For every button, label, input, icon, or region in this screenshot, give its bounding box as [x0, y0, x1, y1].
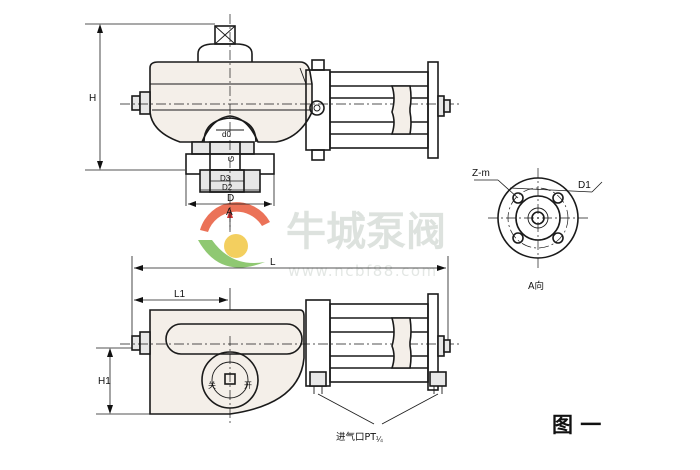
gearbox-housing-plan: 关 开: [131, 309, 305, 415]
dim-label-H: H: [89, 93, 96, 104]
view-A-caption: A向: [528, 280, 544, 292]
dim-label-L: L: [270, 257, 276, 268]
watermark-url-text: www.ncbf88.com: [288, 262, 438, 280]
bottom-view: L L1 H1 关 开: [96, 256, 460, 444]
dim-label-H1: H1: [98, 376, 111, 387]
pneumatic-cylinder-bottom: [305, 293, 451, 394]
drive-head: [197, 25, 253, 69]
top-view: H d0 G: [85, 14, 460, 232]
gearbox-body: [131, 61, 313, 143]
watermark: 牛城泵阀 www.ncbf88.com: [198, 202, 446, 280]
watermark-logo-icon: [198, 202, 270, 268]
watermark-brand-text: 牛城泵阀: [286, 209, 446, 255]
dim-label-L1: L1: [174, 289, 186, 300]
dim-label-D: D: [227, 193, 234, 204]
open-marker-text: 开: [244, 381, 252, 390]
dim-label-d0: d0: [222, 130, 231, 139]
air-inlet-label: 进气口PT¼: [336, 431, 383, 444]
dim-label-D2: D2: [222, 183, 233, 192]
dim-label-G: G: [227, 156, 236, 162]
view-A-flange: Z-m D1 A向: [472, 168, 603, 292]
dim-label-D3: D3: [220, 174, 231, 183]
close-marker-text: 关: [208, 380, 216, 390]
view-label-A: A: [226, 207, 233, 218]
figure-caption: 图 一: [552, 413, 601, 437]
pneumatic-cylinder-top: [305, 59, 451, 161]
label-Zm: Z-m: [472, 168, 490, 179]
dim-label-D1: D1: [578, 180, 591, 191]
